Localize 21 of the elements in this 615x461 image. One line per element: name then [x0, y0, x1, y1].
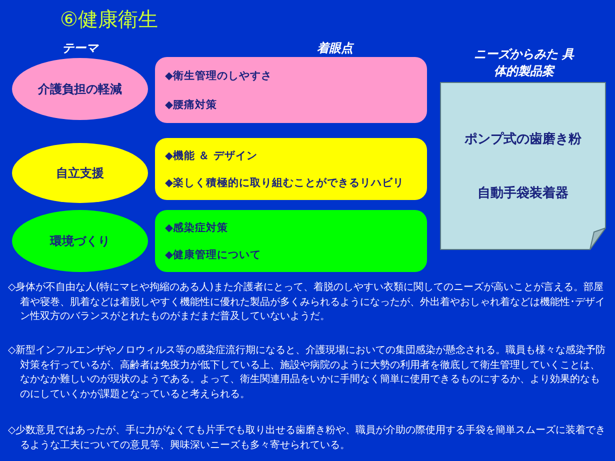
point-box [155, 57, 427, 123]
product-idea: ポンプ式の歯磨き粉 [464, 130, 582, 148]
point-item: ◆感染症対策 [165, 220, 230, 234]
note-paragraph: ◇少数意見ではあったが、手に力がなくても片手でも取り出せる歯磨き粉や、職員が介助の際使用する手袋を簡単スムーズに装着できるような工夫についての意見等、興味深いニーズも多々寄せられている。 [8, 424, 607, 452]
note-paragraph: ◇身体が不自由な人(特にマヒや拘縮のある人)また介護者にとって、着脱のしやすい衣類に関してのニーズが高いことが言える。部屋着や寝巻、肌着などは着脱しやすく機能性に優れた製品が多くみられるようになったが、外出着やおしゃれ着などは機能性･デザイン性双方のバランスがとれたものがまだまだ普及していないようだ。 [8, 281, 606, 324]
point-item: ◆衛生管理のしやすさ [165, 68, 274, 82]
point-item: ◆健康管理について [165, 248, 262, 262]
theme-label: 自立支援 [56, 164, 104, 182]
theme-label: 介護負担の軽減 [38, 80, 122, 98]
note-paragraph: ◇新型インフルエンザやノロウィルス等の感染症流行期になると、介護現場においての集団感染が懸念される。職員も様々な感染予防対策を行っているが、高齢者は免疫力が低下している上、施設や病院のように大勢の利用者を徹底して衛生管理していくことは、なかなか難しいのが現状のようである。よって、衛生関連用品をいかに手間なく簡単に使用できるものにするか、より効果的なものにしていくかが課題となっていると考えられる。 [8, 344, 607, 402]
point-item: ◆楽しく積極的に取り組むことができるリハビリ [165, 176, 406, 190]
point-box [155, 138, 427, 200]
product-idea: 自動手袋装着器 [478, 184, 568, 202]
theme-label: 環境づくり [50, 232, 110, 250]
point-box [155, 210, 427, 272]
point-item: ◆機能 ＆ デザイン [165, 148, 258, 162]
column-header: テーマ [61, 40, 100, 57]
title: ⑥健康衛生 [60, 6, 158, 33]
column-header: 着眼点 [316, 40, 356, 57]
point-item: ◆腰痛対策 [165, 98, 218, 112]
column-header: ニーズからみた 具体的製品案 [472, 46, 576, 80]
